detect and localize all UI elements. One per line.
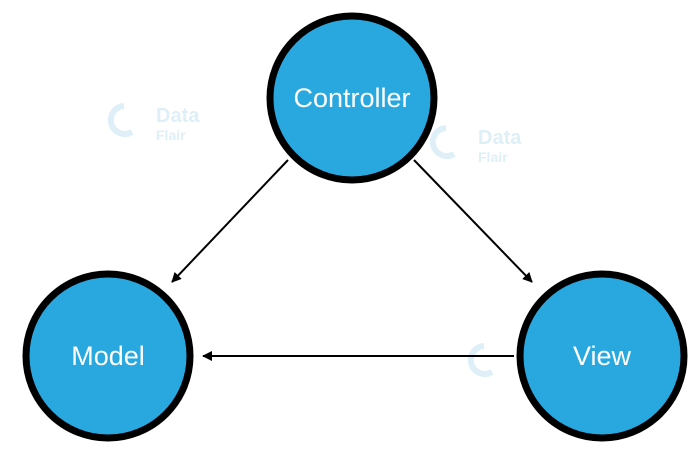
watermark-logo: Data Flair Data Flair — [107, 103, 522, 377]
model-circle — [22, 270, 194, 442]
model-label: Model — [71, 341, 145, 371]
svg-text:Data: Data — [478, 127, 522, 149]
view-node: View — [516, 270, 688, 442]
controller-node: Controller — [266, 12, 438, 184]
arrow-controller-to-view — [413, 159, 533, 283]
model-node: Model — [22, 270, 194, 442]
svg-text:Data: Data — [156, 105, 200, 127]
view-circle — [516, 270, 688, 442]
svg-text:Flair: Flair — [156, 127, 186, 143]
arrow-controller-to-model — [171, 159, 289, 283]
controller-label: Controller — [293, 83, 410, 113]
view-label: View — [573, 341, 632, 371]
controller-circle — [266, 12, 438, 184]
svg-text:Flair: Flair — [478, 149, 508, 165]
